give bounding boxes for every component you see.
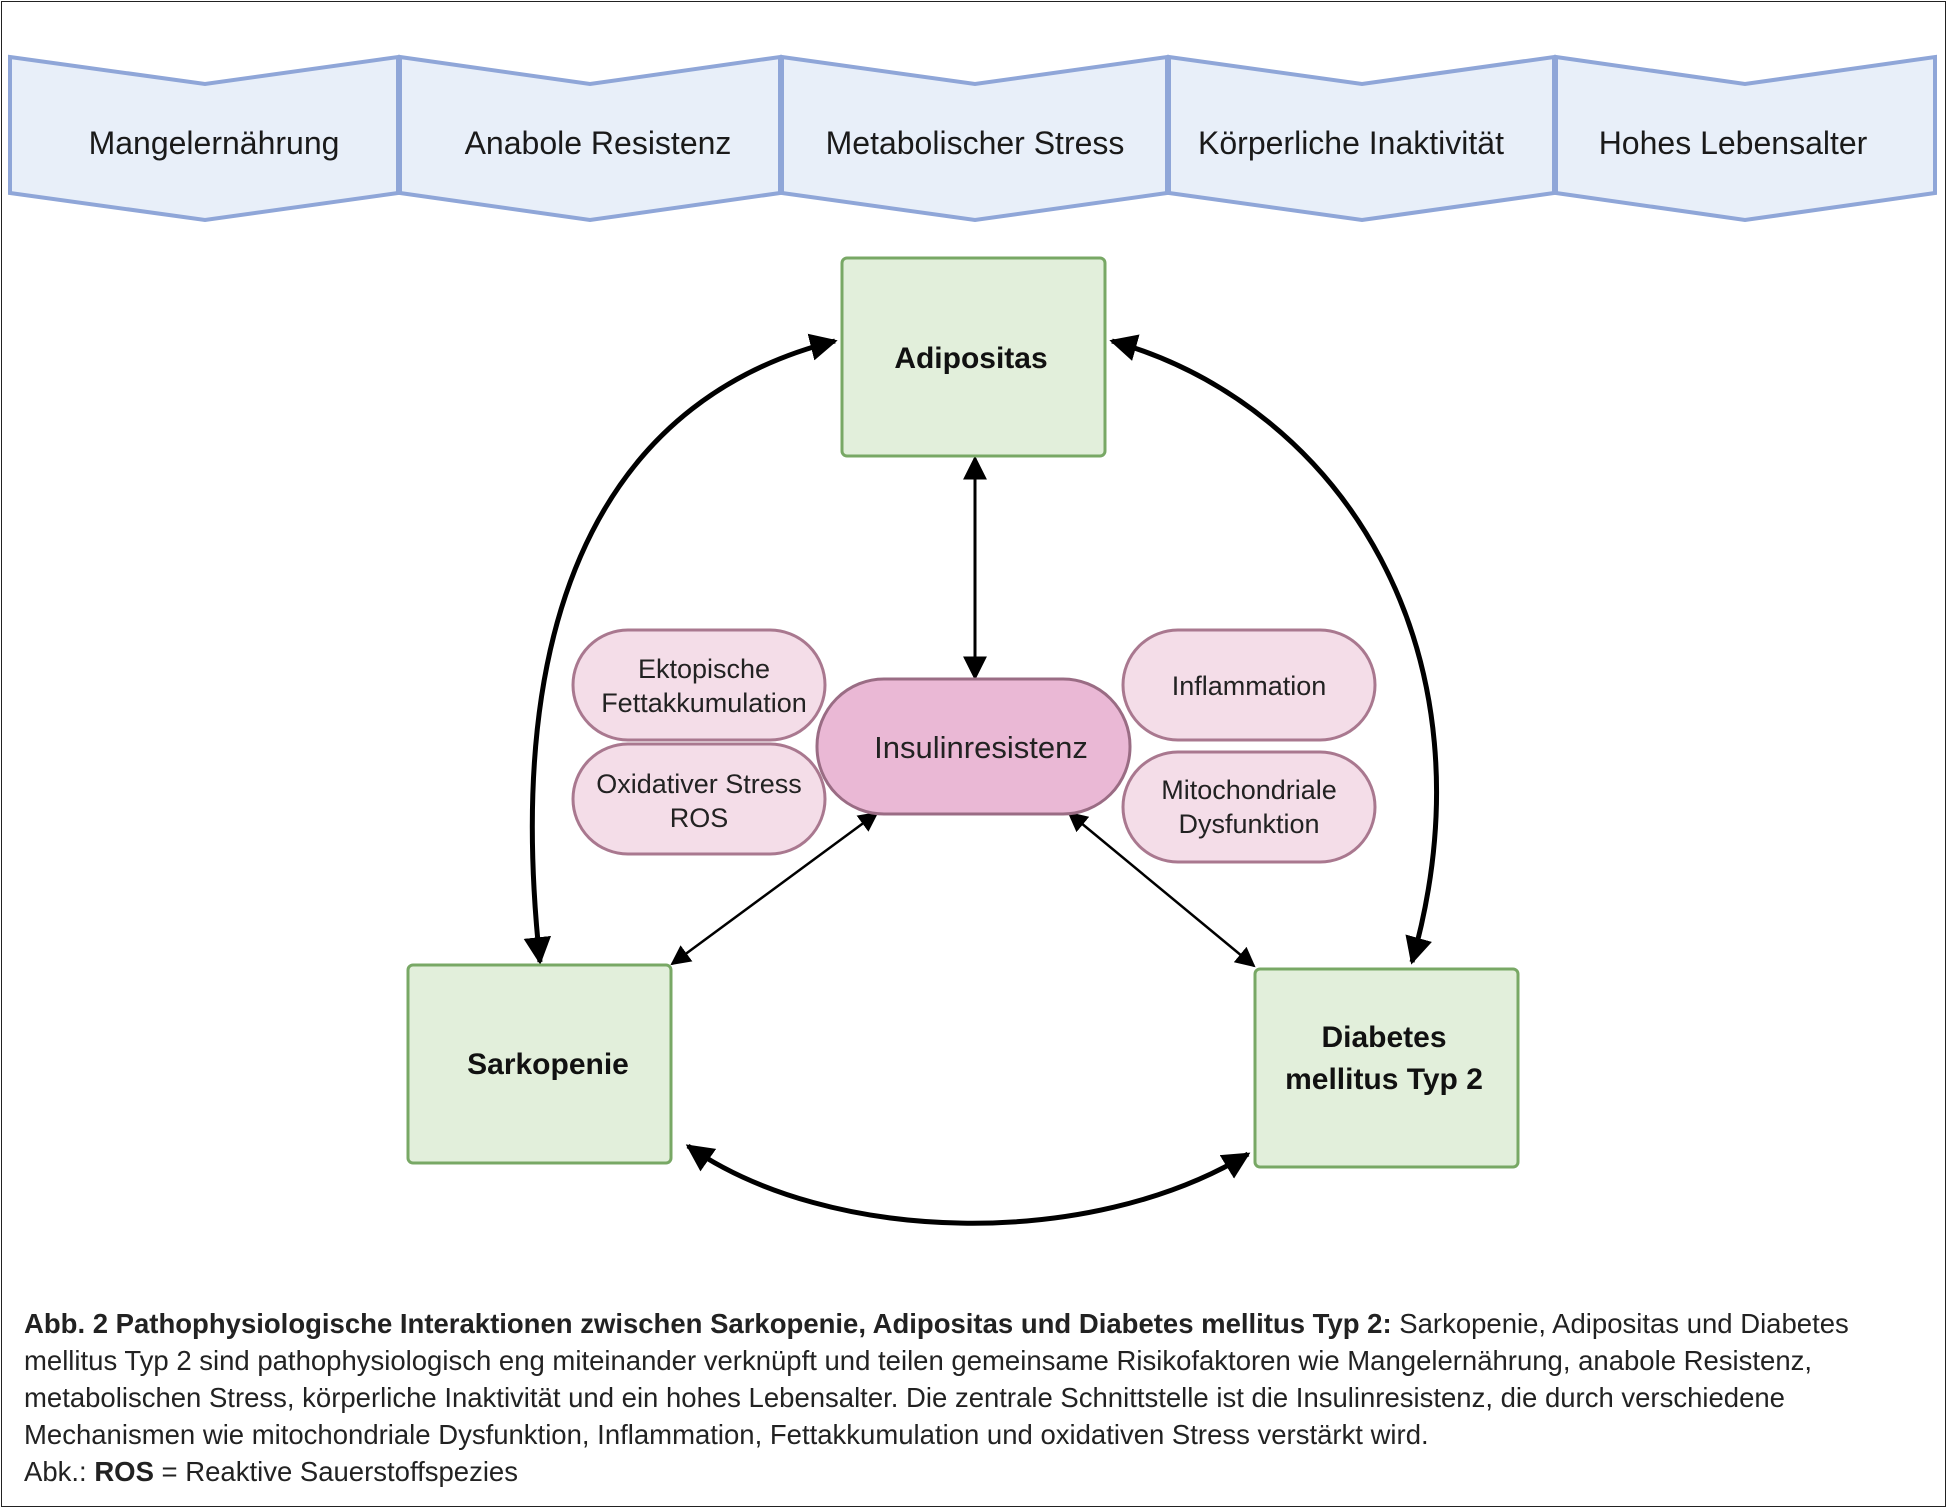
pill-label: Inflammation bbox=[1172, 671, 1327, 701]
chevron-hohes-lebensalter: Hohes Lebensalter bbox=[1554, 54, 1937, 223]
caption-body: Sarkopenie, Adipositas und Diabetes mell… bbox=[24, 1308, 1849, 1450]
node-adipositas: Adipositas bbox=[840, 256, 1107, 458]
pill-label-line1: Oxidativer Stress bbox=[596, 769, 802, 799]
node-sarkopenie: Sarkopenie bbox=[406, 963, 673, 1165]
chevron-koerperliche-inaktivitaet: Körperliche Inaktivität bbox=[1167, 54, 1556, 223]
risk-factor-band: Mangelernährung Anabole Resistenz Metabo… bbox=[8, 54, 1937, 223]
pill-ektopische-fettakkumulation: Ektopische Fettakkumulation bbox=[571, 628, 827, 742]
node-label-line2: mellitus Typ 2 bbox=[1285, 1063, 1483, 1096]
chevron-mangelernaehrung: Mangelernährung bbox=[8, 54, 400, 223]
caption-abbr-prefix: Abk.: bbox=[24, 1456, 87, 1487]
pill-label-line2: Dysfunktion bbox=[1178, 809, 1319, 839]
pill-inflammation: Inflammation bbox=[1121, 628, 1377, 742]
caption-title: Abb. 2 Pathophysiologische Interaktionen… bbox=[24, 1308, 1392, 1339]
node-label: Sarkopenie bbox=[467, 1048, 629, 1081]
caption-abbr-def: = Reaktive Sauerstoffspezies bbox=[161, 1456, 518, 1487]
chevron-label: Metabolischer Stress bbox=[826, 125, 1125, 161]
pill-label-line1: Ektopische bbox=[638, 654, 770, 684]
pill-label-line2: ROS bbox=[670, 803, 729, 833]
chevron-label: Körperliche Inaktivität bbox=[1198, 125, 1504, 161]
chevron-label: Anabole Resistenz bbox=[465, 125, 732, 161]
chevron-label: Hohes Lebensalter bbox=[1599, 125, 1868, 161]
node-label: Adipositas bbox=[894, 342, 1047, 375]
arrow-adipositas-sarkopenie bbox=[523, 333, 838, 965]
arrow-insulinresistenz-diabetes bbox=[1067, 811, 1256, 968]
caption-abbr-term: ROS bbox=[94, 1456, 154, 1487]
pill-label-line1: Mitochondriale bbox=[1161, 775, 1337, 805]
node-insulinresistenz: Insulinresistenz bbox=[815, 677, 1132, 816]
chevron-metabolischer-stress: Metabolischer Stress bbox=[780, 54, 1169, 223]
arrow-sarkopenie-diabetes bbox=[685, 1143, 1251, 1226]
pill-label-line2: Fettakkumulation bbox=[601, 688, 807, 718]
pill-oxidativer-stress: Oxidativer Stress ROS bbox=[571, 742, 827, 856]
node-diabetes: Diabetes mellitus Typ 2 bbox=[1253, 967, 1520, 1169]
arrow-insulinresistenz-sarkopenie bbox=[670, 811, 879, 966]
chevron-label: Mangelernährung bbox=[89, 125, 340, 161]
figure-caption: Abb. 2 Pathophysiologische Interaktionen… bbox=[24, 1305, 1924, 1490]
chevron-anabole-resistenz: Anabole Resistenz bbox=[398, 54, 782, 223]
node-label: Insulinresistenz bbox=[874, 730, 1088, 765]
pill-mitochondriale-dysfunktion: Mitochondriale Dysfunktion bbox=[1121, 750, 1377, 864]
node-label-line1: Diabetes bbox=[1321, 1021, 1446, 1054]
arrow-adipositas-diabetes bbox=[1109, 334, 1439, 965]
